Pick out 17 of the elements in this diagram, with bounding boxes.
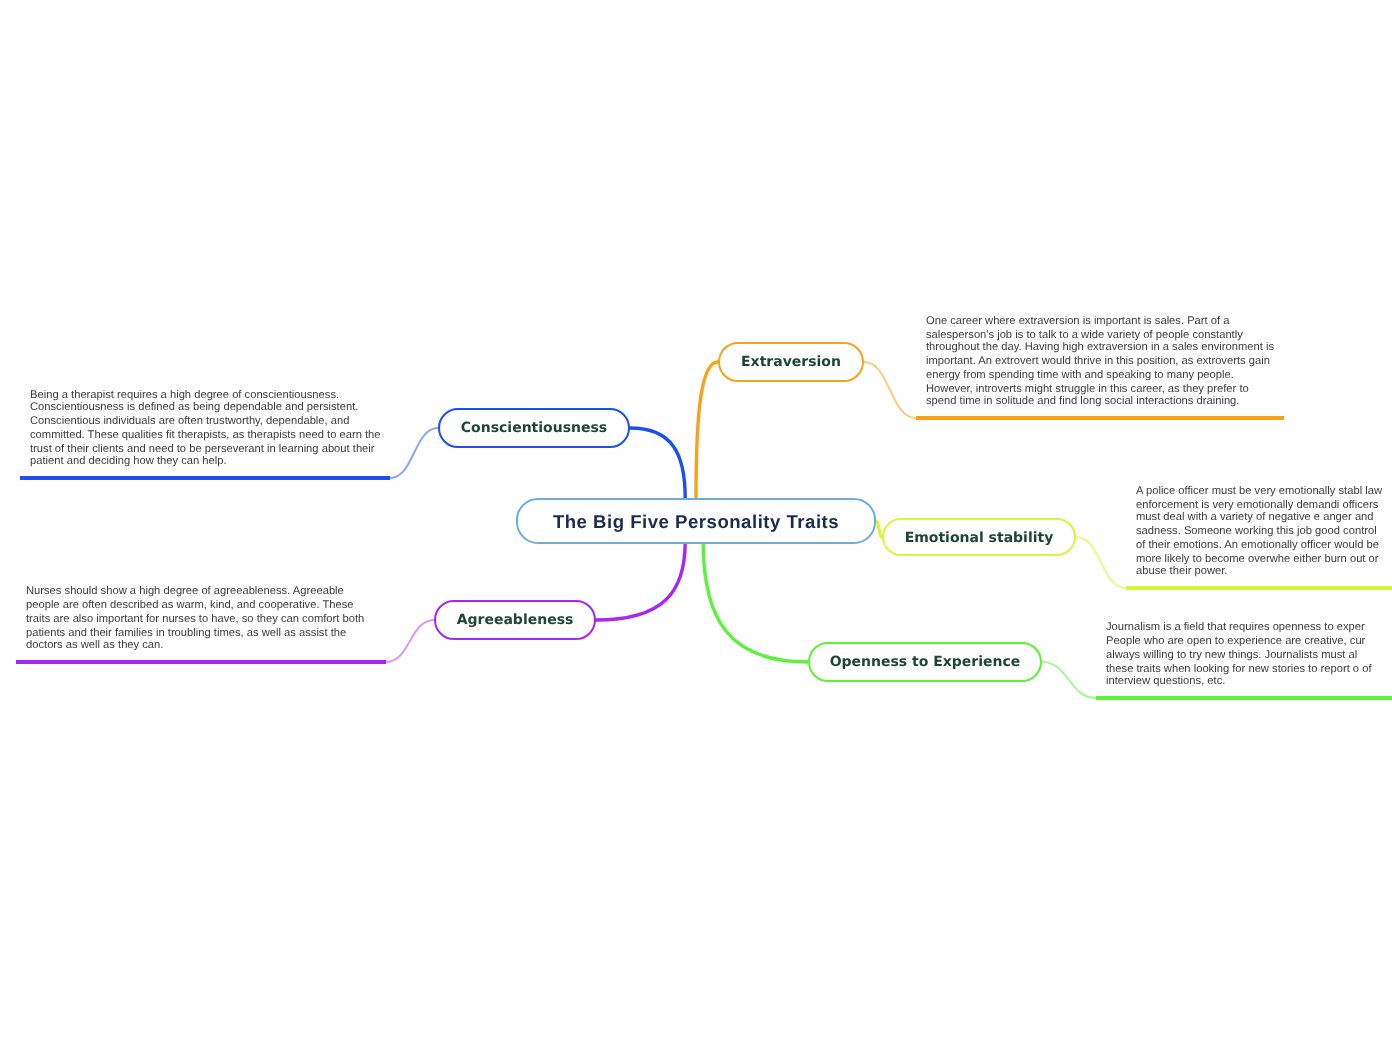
connector-line [1075,536,1127,589]
branch-line [694,360,720,500]
topic-box [882,518,1076,556]
connector-line [389,427,439,479]
topic-box [718,342,864,382]
branch-line [701,540,810,664]
branch-line [628,426,687,500]
branch-line [594,540,687,622]
central-topic-box [516,498,876,544]
topic-box [434,600,596,640]
branch-line [874,519,884,539]
topic-box [438,408,630,448]
central-topic-label: The Big Five Personality Traits [552,511,840,531]
connector-line [863,361,917,419]
connector-line [385,619,435,663]
connector-line [1041,661,1097,699]
topic-box [808,642,1042,682]
